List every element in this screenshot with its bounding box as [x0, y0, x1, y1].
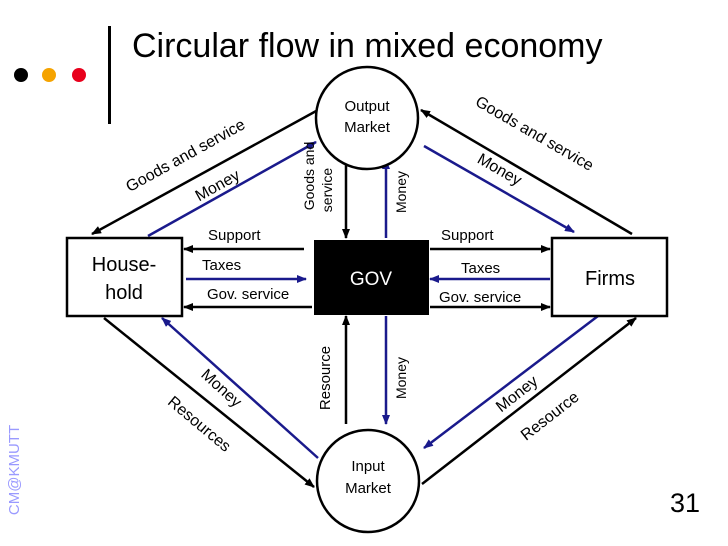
red-dot	[72, 68, 86, 82]
support-right-label: Support	[441, 227, 494, 244]
output-market-node	[314, 65, 420, 171]
watermark: CM@KMUTT	[6, 425, 23, 515]
money-left-bottom-label: Money	[197, 366, 244, 411]
money-gov-input-label: Money	[393, 357, 409, 399]
household-label-line2: hold	[105, 282, 143, 304]
orange-dot	[42, 68, 56, 82]
slide-title: Circular flow in mixed economy	[132, 27, 603, 65]
support-left-label: Support	[208, 227, 261, 244]
black-dot	[14, 68, 28, 82]
output-market-label-line2: Market	[344, 119, 391, 136]
money-arrow-output-to-firms	[423, 144, 575, 234]
money-arrow-input-to-household	[161, 317, 319, 459]
gov-label: GOV	[350, 269, 393, 290]
goods-and-service-gov-label-line1: Goods and	[301, 142, 317, 211]
firms-label: Firms	[585, 268, 635, 290]
household-label-line1: House-	[92, 254, 156, 276]
page-number: 31	[669, 488, 700, 518]
household-node	[65, 236, 184, 318]
gov-service-right-label: Gov. service	[439, 289, 521, 306]
goods-arrow-firms-to-output	[420, 108, 633, 236]
taxes-right-label: Taxes	[461, 260, 500, 277]
goods-and-service-gov-label-line2: service	[319, 168, 335, 213]
resource-arrow-input-to-firms	[421, 317, 637, 485]
firms-node	[550, 236, 669, 318]
output-market-label-line1: Output	[344, 98, 390, 115]
gov-service-left-label: Gov. service	[207, 286, 289, 303]
input-market-label-line1: Input	[351, 458, 385, 475]
money-arrow-firms-to-input	[423, 315, 599, 449]
input-market-label-line2: Market	[345, 480, 392, 497]
title-divider	[108, 26, 111, 124]
watermark-text: CM@KMUTT	[6, 425, 23, 515]
resource-gov-label: Resource	[317, 346, 334, 410]
money-gov-output-label: Money	[393, 171, 409, 213]
gov-node	[314, 240, 429, 315]
resources-left-label: Resources	[164, 393, 234, 455]
taxes-left-label: Taxes	[202, 257, 241, 274]
resources-arrow-household-to-input	[103, 317, 315, 488]
goods-arrow-output-to-household	[91, 108, 319, 236]
money-arrow-household-to-output	[147, 140, 317, 238]
input-market-node	[315, 428, 421, 534]
